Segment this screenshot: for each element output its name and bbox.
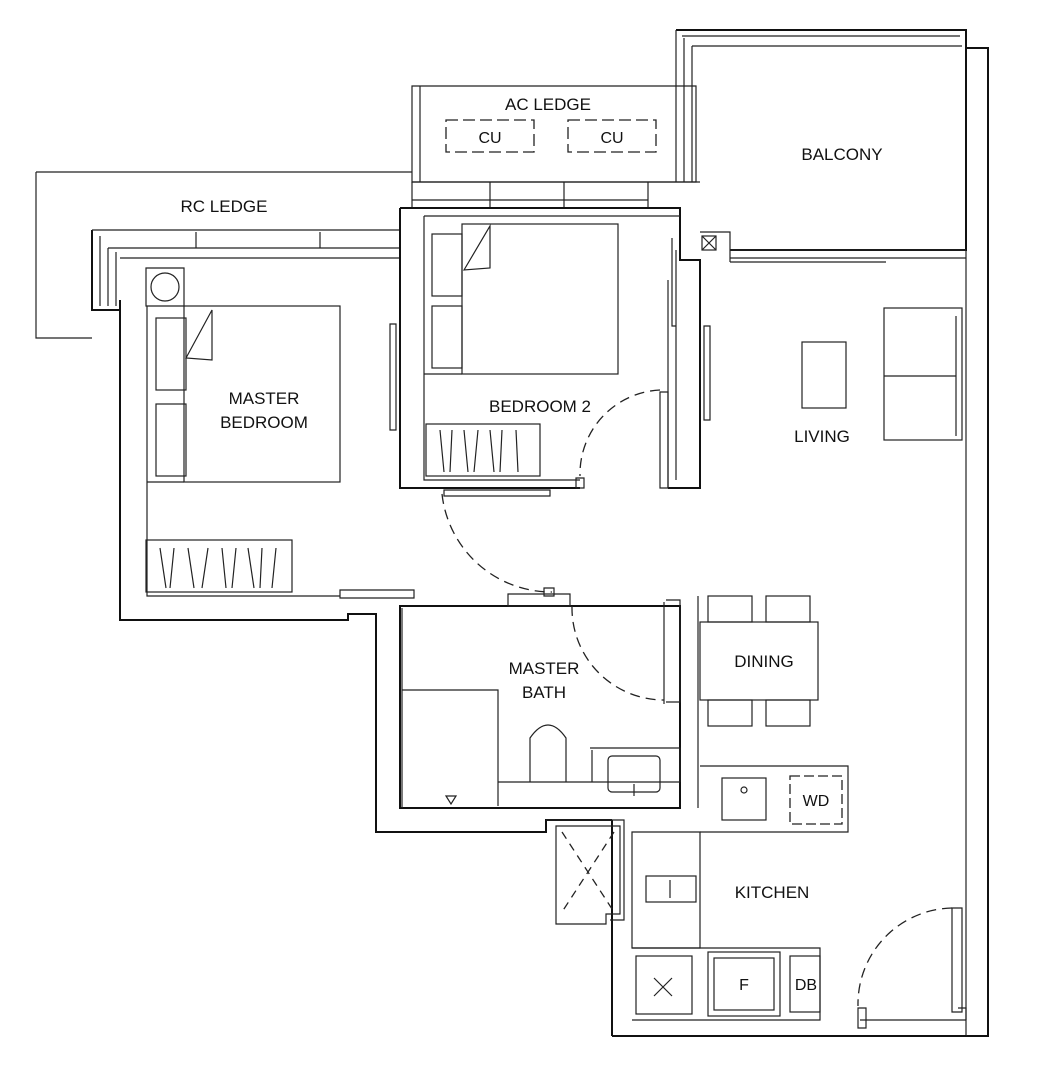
- room-labels: AC LEDGE CU CU RC LEDGE BALCONY MASTER B…: [181, 95, 883, 994]
- cu-label-1: CU: [478, 130, 501, 147]
- kitchen-walls: [546, 765, 967, 1029]
- rc-ledge-label: RC LEDGE: [181, 197, 268, 216]
- dining-label: DINING: [734, 652, 794, 671]
- fridge-label: F: [739, 977, 749, 994]
- master-bath-label-line2: BATH: [522, 683, 566, 702]
- bedroom2-walls: [389, 207, 731, 497]
- door-swings: [441, 389, 953, 1007]
- master-bedroom-label-line1: MASTER: [229, 389, 300, 408]
- kitchen-label: KITCHEN: [735, 883, 810, 902]
- ac-ledge-label: AC LEDGE: [505, 95, 591, 114]
- bedroom2-label: BEDROOM 2: [489, 397, 591, 416]
- cu-label-2: CU: [600, 130, 623, 147]
- master-bath-walls: [339, 587, 699, 809]
- balcony-label: BALCONY: [801, 145, 882, 164]
- master-bedroom-label-line2: BEDROOM: [220, 413, 308, 432]
- living-label: LIVING: [794, 427, 850, 446]
- wd-label: WD: [803, 793, 830, 810]
- master-bath-label-line1: MASTER: [509, 659, 580, 678]
- db-label: DB: [795, 977, 817, 994]
- outer-walls: [35, 29, 989, 1037]
- balcony-door: [730, 249, 966, 263]
- furniture: [145, 119, 963, 727]
